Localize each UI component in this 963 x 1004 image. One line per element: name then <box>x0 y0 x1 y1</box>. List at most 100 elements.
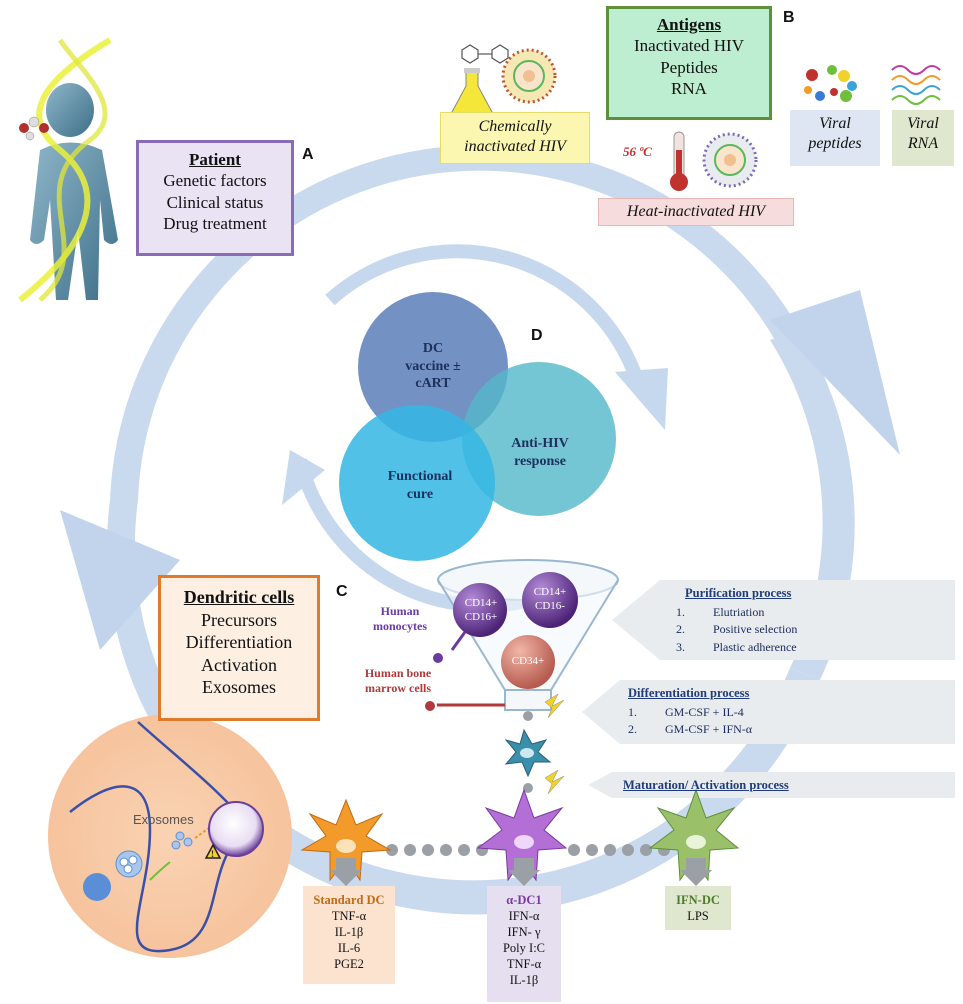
lightning-icon-1 <box>544 693 565 719</box>
monocytes-line: monocytes <box>373 619 427 633</box>
dendritic-title: Dendritic cells <box>183 587 295 607</box>
item-text: GM-CSF + IFN-α <box>665 722 753 737</box>
venn-cure-line: Functional <box>387 469 453 484</box>
item-number: 1. <box>676 605 685 619</box>
dc-row-dots <box>386 844 670 856</box>
ball-label-cd14-cd16pos: CD14+ CD16+ <box>456 597 506 625</box>
inner-arrowhead-right <box>615 368 668 430</box>
venn-label-functional-cure: Functional cure <box>365 468 475 503</box>
purification-title: Purification process <box>685 586 792 600</box>
dendritic-cells-box: Dendritic cells Precursors Differentiati… <box>158 575 320 721</box>
standard-dc-title: Standard DC <box>313 893 385 907</box>
panel-letter-b: B <box>783 9 795 26</box>
ball-cd14-cd16neg <box>522 572 578 628</box>
item-text: Positive selection <box>713 622 798 637</box>
ifn-dc-arrow <box>680 858 712 886</box>
outer-arrowhead-right <box>770 290 900 455</box>
molecule-icon <box>461 44 509 64</box>
immature-dc-cell <box>504 728 552 778</box>
ifn-dc-line: LPS <box>687 909 709 923</box>
patient-line: Drug treatment <box>163 213 267 233</box>
standard-dc-line: IL-6 <box>337 941 361 955</box>
funnel-dots <box>523 711 533 793</box>
chemical-hiv-label: Chemically inactivated HIV <box>440 112 590 164</box>
venn-dc-line: vaccine ± <box>405 358 461 374</box>
ball-cd34 <box>501 635 555 689</box>
viral-peptides-line: Viral <box>819 115 851 132</box>
alpha-dc1-line: IFN- γ <box>507 925 541 939</box>
item-text: Elutriation <box>713 605 765 619</box>
panel-letter-a: A <box>302 146 314 163</box>
lightning-icon-2 <box>544 769 565 795</box>
peptides-icon <box>804 65 857 102</box>
dendritic-line: Differentiation <box>185 632 293 652</box>
svg-text:!: ! <box>211 849 214 859</box>
item-number: 1. <box>628 705 637 719</box>
alpha-dc1-line: TNF-α <box>506 957 542 971</box>
venn-circle-functional-cure <box>339 405 495 561</box>
bone-marrow-pin <box>423 699 437 713</box>
dendritic-line: Exosomes <box>202 677 276 697</box>
viral-rna-label: Viral RNA <box>892 110 954 166</box>
monocytes-line: Human <box>380 604 420 618</box>
heat-hiv-label: Heat-inactivated HIV <box>598 198 794 226</box>
ball-label-cd14-cd16neg: CD14+ CD16- <box>525 586 575 614</box>
bone-marrow-line: Human bone <box>364 666 432 680</box>
bone-marrow-line: marrow cells <box>364 681 432 695</box>
ifn-dc-box: IFN-DC LPS <box>665 886 731 930</box>
cd14-line: CD14+ <box>533 586 567 598</box>
alpha-dc1-line: IL-1β <box>509 973 539 987</box>
differentiation-item: 2.GM-CSF + IFN-α <box>628 721 938 738</box>
differentiation-process: Differentiation process 1.GM-CSF + IL-4 … <box>628 686 938 739</box>
viral-peptides-label: Viral peptides <box>790 110 880 166</box>
differentiation-arrow-shape <box>582 680 955 744</box>
dendritic-line: Activation <box>201 654 277 675</box>
patient-title: Patient <box>189 150 241 169</box>
purification-item: 3.Plastic adherence <box>676 639 946 656</box>
chemical-hiv-line: Chemically <box>478 118 552 135</box>
item-number: 2. <box>676 622 685 637</box>
viral-peptides-line: peptides <box>808 135 862 152</box>
patient-line: Genetic factors <box>163 171 267 191</box>
exosome-panel: ! <box>48 714 292 958</box>
alpha-dc1-arrow <box>508 858 540 886</box>
standard-dc-cell <box>300 798 392 882</box>
alpha-dc1-line: IFN-α <box>508 909 540 923</box>
differentiation-title: Differentiation process <box>628 686 750 700</box>
patient-figure <box>18 37 118 303</box>
panel-letter-c: C <box>336 583 348 600</box>
purification-item: 2. Positive selection <box>676 621 946 638</box>
antigens-line: Peptides <box>660 57 718 77</box>
rna-icon <box>891 65 941 105</box>
purification-item: 1. Elutriation <box>676 604 946 621</box>
venn-dc-line: cART <box>415 376 451 391</box>
ball-label-cd34: CD34+ <box>511 655 545 667</box>
item-text: GM-CSF + IL-4 <box>665 705 744 719</box>
antigens-line: Inactivated HIV <box>634 36 744 56</box>
venn-circle-anti-hiv <box>462 362 616 516</box>
virus-icon-heat <box>702 132 758 188</box>
alpha-dc1-line: Poly I:C <box>502 941 546 955</box>
maturation-arrow-shape <box>588 772 955 798</box>
alpha-dc1-box: α-DC1 IFN-α IFN- γ Poly I:C TNF-α IL-1β <box>487 886 561 1002</box>
bone-marrow-label: Human bone marrow cells <box>350 666 446 696</box>
temperature-label: 56 ºC <box>623 144 652 159</box>
thermometer-icon <box>670 131 688 191</box>
purification-arrow-shape <box>612 580 955 660</box>
antigens-box: Antigens Inactivated HIV Peptides RNA <box>606 6 772 120</box>
standard-dc-box: Standard DC TNF-α IL-1β IL-6 PGE2 <box>303 886 395 984</box>
purification-process: Purification process 1. Elutriation 2. Pos… <box>676 586 946 656</box>
standard-dc-line: PGE2 <box>334 957 364 971</box>
panel-letter-d: D <box>531 327 543 344</box>
antigens-title: Antigens <box>656 15 722 34</box>
venn-label-dc-vaccine: DC vaccine ± cART <box>383 340 483 393</box>
inner-arrowhead-left <box>282 450 325 505</box>
monocytes-label: Human monocytes <box>360 604 440 634</box>
outer-arrowhead-left <box>60 510 180 650</box>
drug-molecule-icon <box>19 116 49 141</box>
viral-rna-line: RNA <box>907 135 939 152</box>
alpha-dc1-title: α-DC1 <box>506 893 542 907</box>
exosomes-label: Exosomes <box>133 812 194 827</box>
cd14-line: CD14+ <box>464 597 498 609</box>
venn-anti-hiv-line: response <box>514 453 566 469</box>
